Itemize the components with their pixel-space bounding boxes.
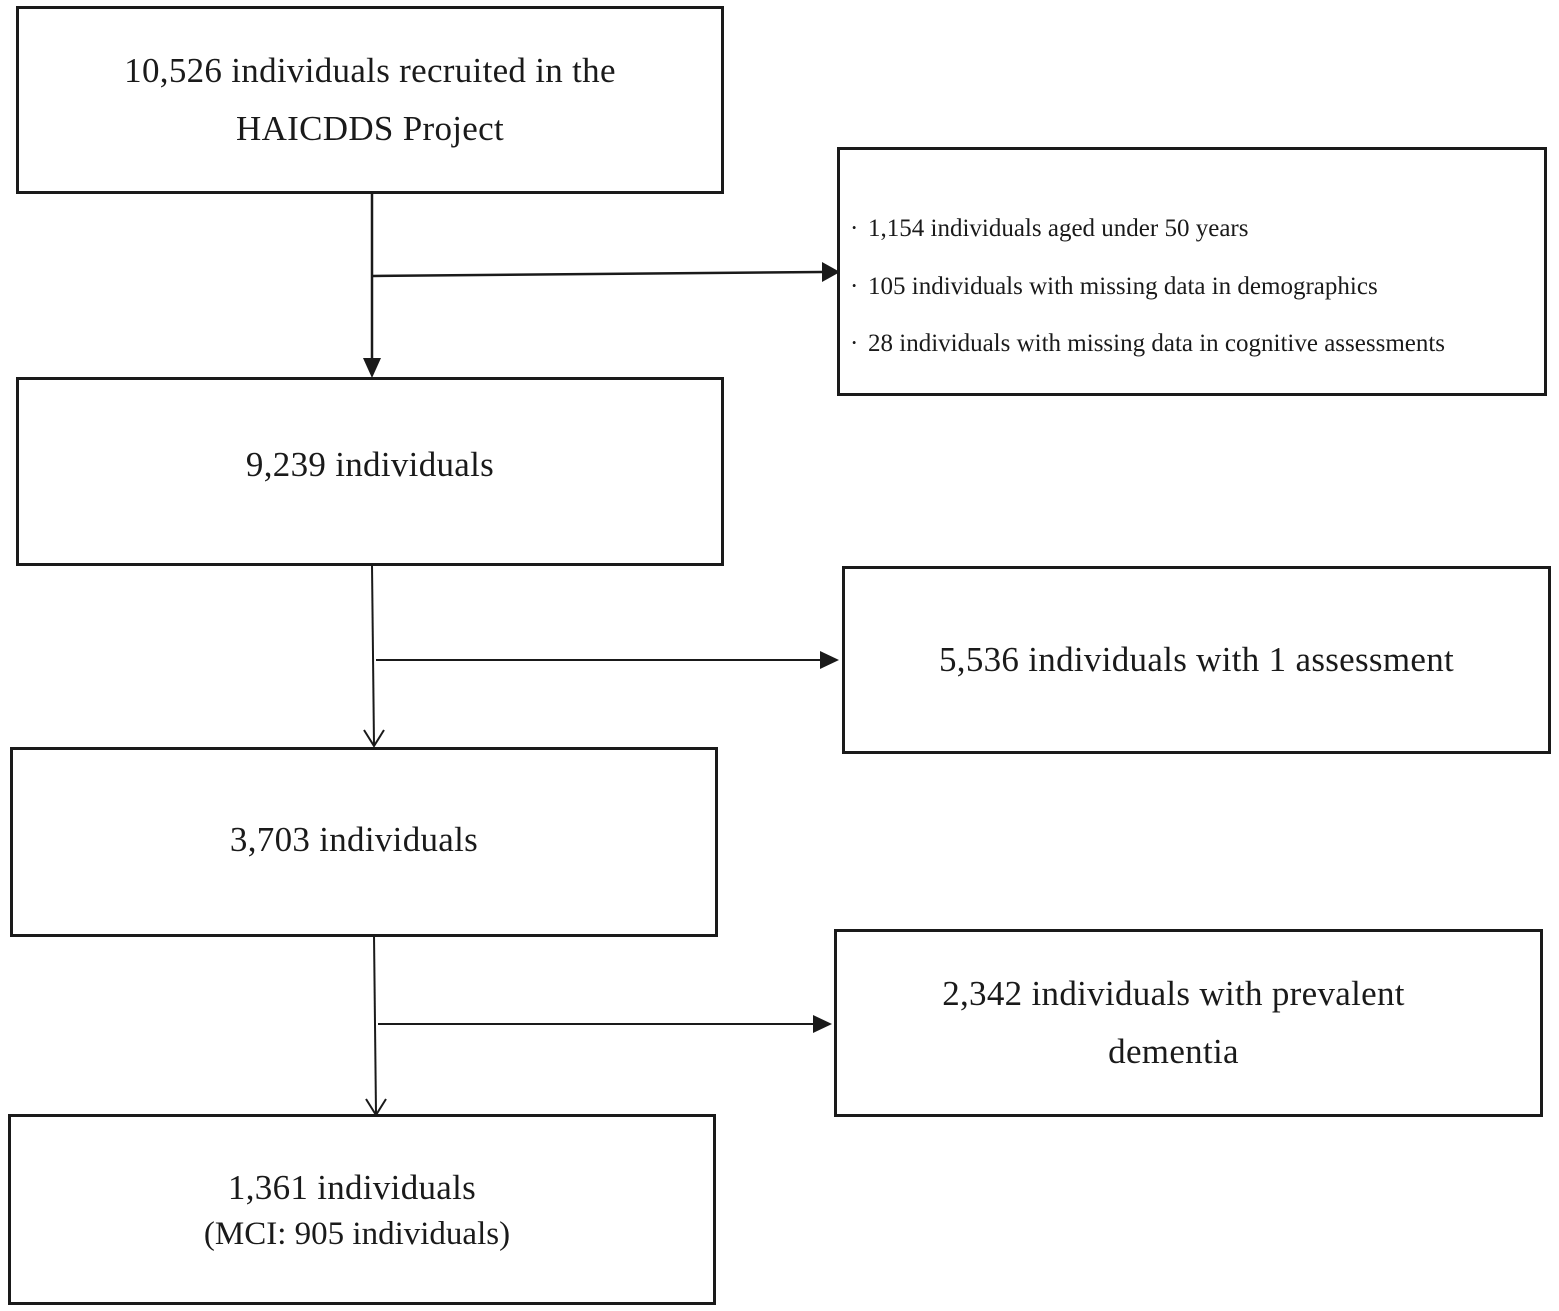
prevalent-dementia-line-1: 2,342 individuals with prevalent: [942, 974, 1405, 1013]
final-mci-count: (MCI: 905 individuals): [203, 1215, 511, 1252]
exclusion-item-age: · 1,154 individuals aged under 50 years: [850, 200, 1544, 258]
exclusion-box-2: 5,536 individuals with 1 assessment: [842, 566, 1551, 754]
exclusion-item-demographics: · 105 individuals with missing data in de…: [850, 258, 1544, 316]
right-arrow-head: [820, 651, 839, 669]
final-box: 1,361 individuals (MCI: 905 individuals): [8, 1114, 716, 1305]
connector-stage-1: [363, 193, 840, 378]
right-arrow-head: [822, 262, 840, 282]
right-arrow-head: [813, 1015, 832, 1033]
exclusion-item-text: 28 individuals with missing data in cogn…: [868, 330, 1446, 357]
exclusion-box-3: 2,342 individuals with prevalent dementi…: [834, 929, 1543, 1117]
down-arrow-head: [363, 358, 381, 378]
after-exclusion-box: 9,239 individuals: [16, 377, 724, 566]
exclusion-item-text: 1,154 individuals aged under 50 years: [868, 215, 1249, 242]
recruited-line-1: 10,526 individuals recruited in the: [124, 51, 616, 90]
exclusion-item-text: 105 individuals with missing data in dem…: [868, 272, 1378, 300]
bullet-icon: ·: [850, 272, 859, 300]
down-arrow-head: [363, 729, 385, 748]
prevalent-dementia-line-2: dementia: [1108, 1032, 1239, 1071]
multiple-assessment-box: 3,703 individuals: [10, 747, 718, 937]
final-count: 1,361 individuals: [227, 1167, 477, 1207]
exclusion-box-1: · 1,154 individuals aged under 50 years ·…: [837, 147, 1547, 396]
exclusion-item-cognitive: · 28 individuals with missing data in cog…: [850, 315, 1544, 373]
connector-stage-3: [365, 934, 832, 1117]
bullet-icon: ·: [850, 215, 859, 242]
recruited-box: 10,526 individuals recruited in the HAIC…: [16, 6, 724, 194]
recruited-line-2: HAICDDS Project: [236, 109, 504, 148]
after-exclusion-count: 9,239 individuals: [245, 444, 495, 484]
multiple-assessment-count: 3,703 individuals: [229, 819, 479, 859]
single-assessment-count: 5,536 individuals with 1 assessment: [938, 640, 1455, 679]
bullet-icon: ·: [850, 330, 859, 357]
connector-stage-2: [363, 564, 839, 748]
